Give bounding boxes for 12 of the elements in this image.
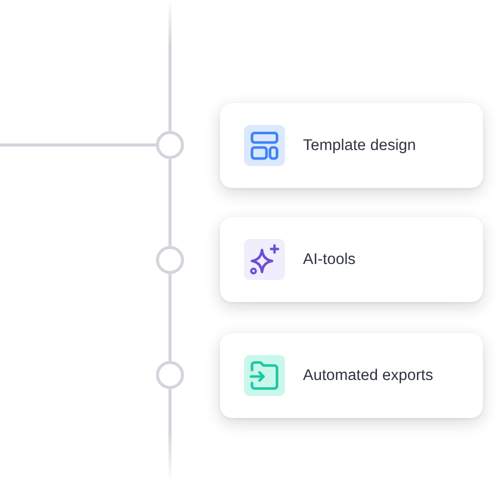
timeline-circle	[156, 361, 184, 389]
timeline-circle	[156, 246, 184, 274]
feature-card	[220, 333, 483, 418]
card-label: AI-tools	[303, 250, 356, 270]
feature-card	[220, 103, 483, 188]
timeline-line	[168, 159, 172, 246]
feature-card	[220, 217, 483, 302]
timeline-line	[0, 144, 156, 146]
timeline-line	[168, 274, 172, 361]
card-label: Template design	[303, 136, 416, 156]
timeline-circle	[156, 131, 184, 159]
card-label: Automated exports	[303, 366, 434, 386]
